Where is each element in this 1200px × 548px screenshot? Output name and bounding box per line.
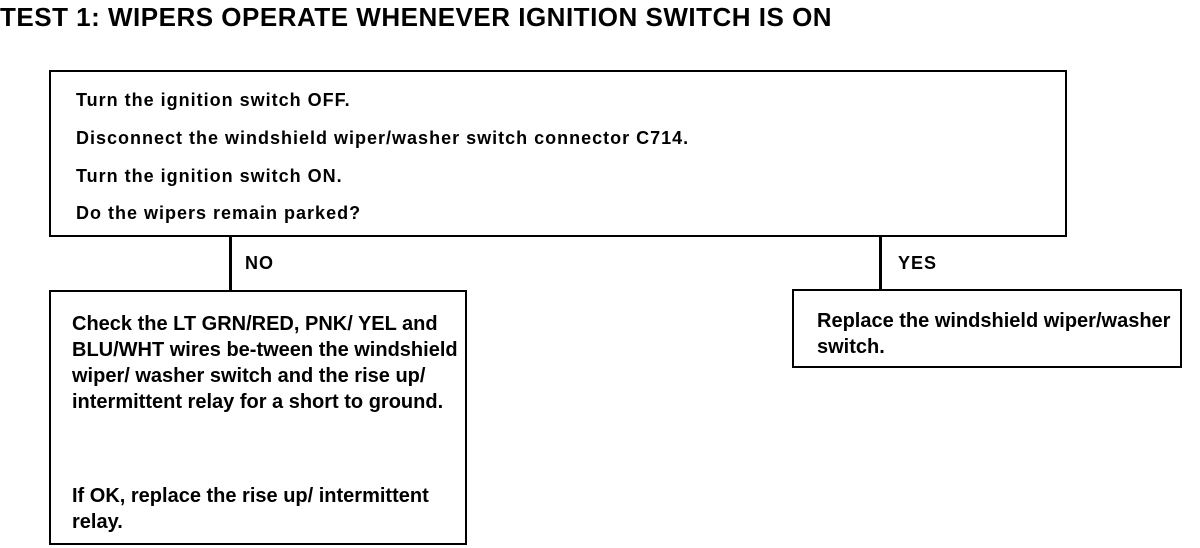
step-question: Do the wipers remain parked? (76, 203, 362, 223)
step-line: Disconnect the windshield wiper/washer s… (76, 128, 690, 148)
no-result-text: Check the LT GRN/RED, PNK/ YEL and BLU/W… (72, 313, 458, 413)
yes-result-text: Replace the windshield wiper/washer swit… (817, 310, 1171, 358)
no-result-box: Check the LT GRN/RED, PNK/ YEL and BLU/W… (49, 290, 467, 545)
no-result-text: If OK, replace the rise up/ intermittent… (72, 485, 429, 533)
yes-branch-label: YES (898, 253, 938, 273)
step-line: Turn the ignition switch ON. (76, 166, 343, 186)
no-branch-label: NO (245, 253, 274, 273)
diagram-title: TEST 1: WIPERS OPERATE WHENEVER IGNITION… (0, 2, 833, 32)
yes-branch-connector (879, 237, 882, 289)
no-branch-connector (229, 237, 232, 290)
step-line: Turn the ignition switch OFF. (76, 90, 351, 110)
test-step-box: Turn the ignition switch OFF. Disconnect… (49, 70, 1067, 237)
yes-result-box: Replace the windshield wiper/washer swit… (792, 289, 1182, 368)
